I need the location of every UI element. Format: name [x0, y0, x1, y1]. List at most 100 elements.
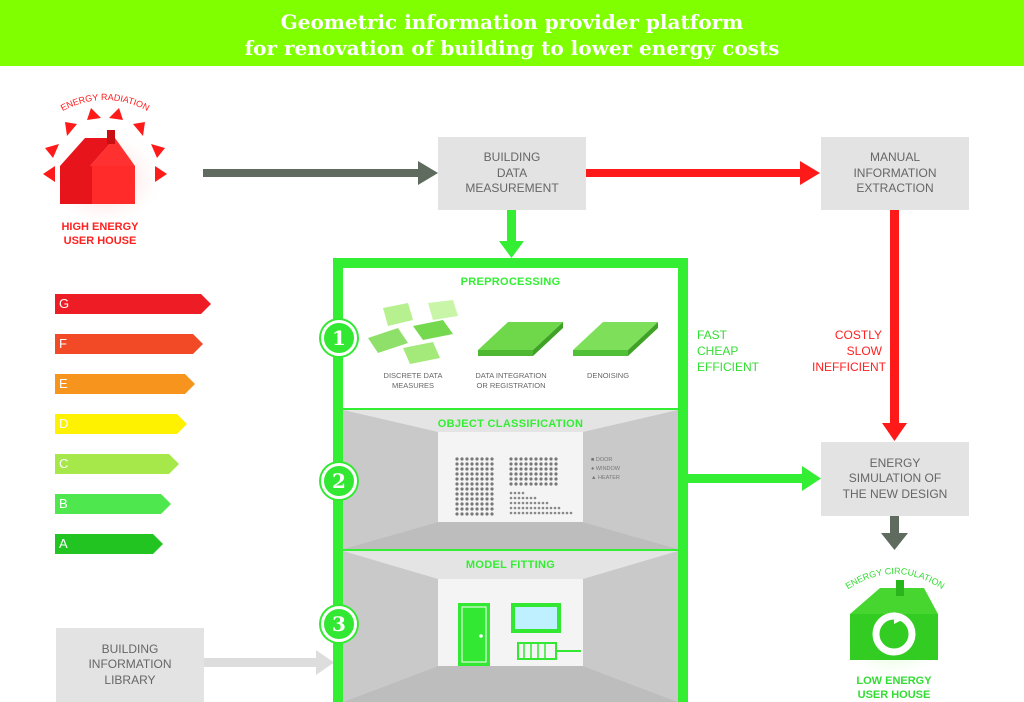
- legend-heater: ▲ HEATER: [591, 474, 620, 483]
- room-perspective-2: [343, 410, 678, 549]
- point-cloud-dot: [485, 507, 489, 511]
- preprocessing-title: PREPROCESSING: [460, 276, 561, 288]
- point-cloud-dot: [521, 511, 525, 515]
- point-cloud-dot: [524, 472, 528, 476]
- point-cloud-dot: [490, 482, 494, 486]
- point-cloud-dot: [545, 511, 549, 515]
- point-cloud-dot: [475, 467, 479, 471]
- rating-bar-g: G: [55, 294, 211, 314]
- point-cloud-dot: [455, 462, 459, 466]
- point-cloud-dot: [455, 492, 459, 496]
- point-cloud-dot: [524, 457, 528, 461]
- legend-door-text: DOOR: [595, 457, 613, 463]
- point-cloud-dot: [549, 472, 553, 476]
- puzzle-pieces-icon: [368, 300, 458, 364]
- point-cloud-dot: [460, 512, 464, 516]
- point-cloud-dot: [490, 487, 494, 491]
- point-cloud-dot: [460, 472, 464, 476]
- energy-radiation-text: ENERGY RADIATION: [59, 92, 151, 113]
- point-cloud-dot: [485, 477, 489, 481]
- model-fitting-title: MODEL FITTING: [465, 559, 556, 571]
- triangle-icon: ▲: [591, 475, 597, 481]
- circle-icon: ●: [591, 466, 595, 472]
- point-cloud-dot: [533, 506, 537, 510]
- point-cloud-dot: [517, 506, 521, 510]
- point-cloud-dot: [519, 457, 523, 461]
- point-cloud-dot: [470, 507, 474, 511]
- manual-information-extraction-box: MANUAL INFORMATION EXTRACTION: [821, 137, 969, 210]
- point-cloud-dot: [509, 491, 513, 495]
- high-energy-house-icon: [43, 108, 167, 218]
- point-cloud-dot: [460, 467, 464, 471]
- point-cloud-dot: [490, 462, 494, 466]
- arrow-manual-to-simulation: [882, 210, 907, 441]
- point-cloud-dot: [534, 482, 538, 486]
- good-word-2: CHEAP: [697, 344, 739, 358]
- point-cloud-dot: [470, 487, 474, 491]
- step-2-line-2: OR REGISTRATION: [476, 381, 546, 390]
- point-cloud-dot: [545, 506, 549, 510]
- point-cloud-dot: [544, 462, 548, 466]
- point-cloud-dot: [554, 477, 558, 481]
- point-cloud-dot: [514, 462, 518, 466]
- point-cloud-dot: [554, 462, 558, 466]
- building-information-library-box: BUILDING INFORMATION LIBRARY: [56, 628, 204, 702]
- point-cloud-dot: [475, 462, 479, 466]
- point-cloud-dot: [480, 467, 484, 471]
- point-cloud-dot: [460, 502, 464, 506]
- point-cloud-dot: [554, 467, 558, 471]
- point-cloud-dot: [565, 511, 569, 515]
- point-cloud-dot: [470, 512, 474, 516]
- denoising-icon: [573, 322, 658, 356]
- arrow-measurement-to-platform: [499, 210, 524, 258]
- point-cloud-dot: [455, 502, 459, 506]
- model-fitting-panel: MODEL FITTING: [343, 551, 678, 702]
- point-cloud-dot: [534, 467, 538, 471]
- point-cloud-dot: [460, 492, 464, 496]
- point-cloud-dot: [480, 482, 484, 486]
- library-line-3: LIBRARY: [104, 672, 156, 687]
- point-cloud-dot: [480, 492, 484, 496]
- title-line-1: Geometric information provider platform: [280, 10, 744, 34]
- point-cloud-dot: [470, 462, 474, 466]
- point-cloud-dot: [569, 511, 573, 515]
- point-cloud-dot: [514, 477, 518, 481]
- point-cloud-dot: [465, 492, 469, 496]
- point-cloud-dot: [541, 506, 545, 510]
- point-cloud-dot: [549, 467, 553, 471]
- point-cloud-dot: [475, 472, 479, 476]
- step-denoising-label: DENOISING: [558, 371, 658, 381]
- classification-legend: ■ DOOR ● WINDOW ▲ HEATER: [591, 456, 620, 483]
- point-cloud-dot: [557, 506, 561, 510]
- legend-heater-text: HEATER: [597, 475, 620, 481]
- preprocessing-panel: PREPROCESSING DISCRETE DATA MEASURES DAT…: [343, 268, 678, 408]
- point-cloud-dot: [490, 472, 494, 476]
- point-cloud-dot: [557, 511, 561, 515]
- point-cloud-dot: [519, 477, 523, 481]
- step-number-2: 2: [321, 463, 357, 499]
- manual-line-2: INFORMATION: [853, 165, 937, 180]
- point-cloud-dot: [533, 501, 537, 505]
- point-cloud-dot: [475, 457, 479, 461]
- point-cloud-dot: [549, 457, 553, 461]
- point-cloud-grid: [455, 457, 573, 516]
- square-icon: ■: [591, 457, 595, 463]
- point-cloud-dot: [460, 487, 464, 491]
- point-cloud-dot: [455, 467, 459, 471]
- point-cloud-dot: [553, 506, 557, 510]
- point-cloud-dot: [529, 467, 533, 471]
- point-cloud-dot: [465, 502, 469, 506]
- good-attributes-label: FAST CHEAP EFFICIENT: [697, 327, 759, 375]
- point-cloud-dot: [521, 491, 525, 495]
- point-cloud-dot: [549, 482, 553, 486]
- step-number-1: 1: [321, 320, 357, 356]
- point-cloud-dot: [465, 472, 469, 476]
- data-integration-icon: [478, 322, 563, 356]
- arrow-library-to-platform: [204, 650, 334, 675]
- point-cloud-dot: [561, 511, 565, 515]
- point-cloud-dot: [455, 457, 459, 461]
- manual-line-1: MANUAL: [869, 150, 920, 165]
- point-cloud-dot: [470, 467, 474, 471]
- point-cloud-dot: [470, 497, 474, 501]
